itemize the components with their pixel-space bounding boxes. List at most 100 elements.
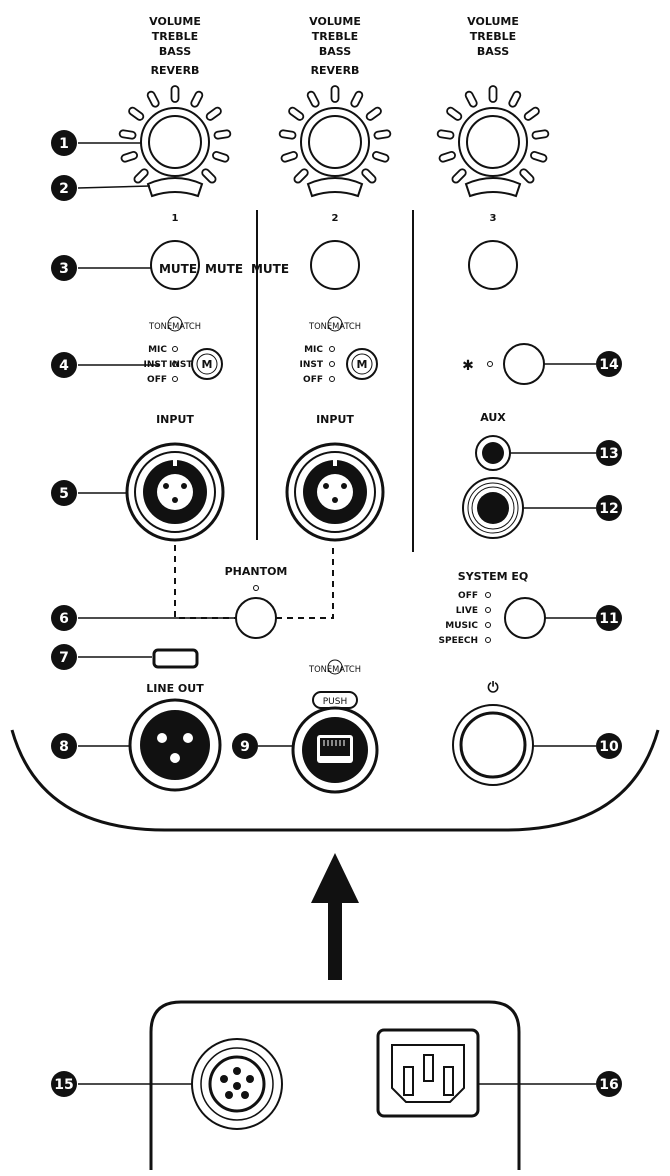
channel-1-tonematch-logo: TONEMATCH (148, 316, 201, 332)
channel-2-tonematch-button[interactable]: M (346, 348, 378, 380)
svg-text:5: 5 (59, 486, 69, 502)
tonematch-ethernet-port[interactable] (291, 706, 379, 794)
callout-9: 9 (232, 733, 258, 759)
push-label: PUSH (323, 697, 348, 707)
channel-1-combo-input-jack[interactable] (125, 442, 225, 542)
phantom-link-channel-2 (276, 545, 334, 619)
callout-10: 10 (596, 733, 622, 759)
led-segment (446, 106, 463, 121)
channel-2-mute-label: MUTE (205, 262, 243, 276)
svg-text:12: 12 (599, 501, 618, 517)
phantom-power-button[interactable] (235, 597, 277, 639)
line-out-xlr-jack[interactable] (128, 698, 222, 792)
svg-text:LIVE: LIVE (456, 606, 478, 616)
inst-label-extra: INST (169, 360, 193, 370)
callout-15: 15 (51, 1071, 77, 1097)
channel-2-input-label: INPUT (316, 413, 354, 426)
led-segment (293, 168, 309, 184)
svg-text:14: 14 (599, 357, 619, 373)
led-segment (201, 168, 217, 184)
callout-4: 4 (51, 352, 77, 378)
svg-text:13: 13 (599, 446, 618, 462)
svg-text:11: 11 (599, 611, 618, 627)
speaker-link-connector[interactable] (191, 1038, 283, 1130)
svg-text:8: 8 (59, 739, 69, 755)
channel-2-mute-button[interactable] (310, 240, 360, 290)
svg-text:9: 9 (240, 739, 250, 755)
channel-1-mute-button[interactable] (150, 240, 200, 290)
svg-text:MUSIC: MUSIC (445, 621, 478, 631)
callout-16: 16 (596, 1071, 622, 1097)
callout-14: 14 (596, 351, 622, 377)
svg-text:7: 7 (59, 650, 69, 666)
led-segment (280, 151, 298, 163)
tonematch-icon: M (357, 358, 368, 371)
bluetooth-pairing-button[interactable] (503, 343, 545, 385)
channel-2-label-volume: VOLUME (309, 15, 361, 28)
channel-2-signal-indicator (306, 177, 364, 198)
channel-1-label-bass: BASS (159, 45, 191, 58)
channel-3-label-treble: TREBLE (470, 30, 516, 43)
channel-3-mute-label: MUTE (251, 262, 289, 276)
bluetooth-led (487, 361, 493, 367)
channel-3-knob[interactable] (436, 85, 550, 184)
channel-2-knob[interactable] (278, 85, 392, 184)
system-eq-button[interactable] (504, 597, 546, 639)
power-button[interactable] (452, 704, 534, 786)
led-segment (519, 168, 535, 184)
led-segment (508, 90, 522, 108)
led-segment (170, 85, 180, 103)
callout-badges: 1 2 3 4 5 6 7 8 9 10 11 12 13 14 15 16 (51, 130, 622, 1097)
svg-text:MIC: MIC (304, 345, 323, 355)
led-segment (436, 129, 455, 140)
line-out-label: LINE OUT (146, 682, 204, 695)
quarter-inch-input-jack[interactable] (462, 477, 524, 539)
channel-2-number: 2 (332, 213, 339, 224)
ac-power-inlet[interactable] (376, 1028, 480, 1118)
channel-3-led-ring (436, 85, 550, 184)
led-segment (120, 151, 138, 163)
svg-text:15: 15 (54, 1077, 73, 1093)
svg-text:16: 16 (599, 1077, 618, 1093)
push-release-tab[interactable]: PUSH (312, 691, 358, 709)
callout-5: 5 (51, 480, 77, 506)
usb-port[interactable] (152, 648, 199, 669)
channel-3-header: VOLUME TREBLE BASS (467, 15, 519, 58)
led-segment (530, 151, 548, 163)
callout-6: 6 (51, 605, 77, 631)
aux-input-jack[interactable] (475, 435, 511, 471)
svg-text:TONEMATCH: TONEMATCH (148, 322, 201, 332)
channel-1-knob[interactable] (118, 85, 232, 184)
led-segment (361, 168, 377, 184)
channel-1-tonematch-button[interactable]: M (191, 348, 223, 380)
phantom-link-channel-1 (174, 545, 236, 619)
led-segment (213, 129, 232, 140)
svg-text:4: 4 (59, 358, 69, 374)
callout-3: 3 (51, 255, 77, 281)
tonematch-icon: M (202, 358, 213, 371)
callout-7: 7 (51, 644, 77, 670)
channel-2-header: VOLUME TREBLE BASS REVERB (309, 15, 361, 77)
channel-1-label-treble: TREBLE (152, 30, 198, 43)
mute-labels: MUTE MUTE MUTE (159, 262, 289, 276)
phantom-led (253, 585, 259, 591)
led-segment (190, 90, 204, 108)
channel-1-led-ring (118, 85, 232, 184)
panel-outline (10, 729, 660, 832)
channel-2-label-bass: BASS (319, 45, 351, 58)
channel-2-input-mode: MIC INST OFF (299, 345, 335, 385)
led-segment (278, 129, 297, 140)
callout-2: 2 (51, 175, 77, 201)
led-segment (212, 151, 230, 163)
channel-2-led-ring (278, 85, 392, 184)
channel-2-combo-input-jack[interactable] (285, 442, 385, 542)
callout-1: 1 (51, 130, 77, 156)
channel-1-mute-label: MUTE (159, 262, 197, 276)
channel-1-label-volume: VOLUME (149, 15, 201, 28)
svg-text:3: 3 (59, 261, 69, 277)
led-segment (330, 85, 340, 103)
channel-3-mute-button[interactable] (468, 240, 518, 290)
led-segment (350, 90, 364, 108)
phantom-label: PHANTOM (225, 565, 288, 578)
callout-12: 12 (596, 495, 622, 521)
